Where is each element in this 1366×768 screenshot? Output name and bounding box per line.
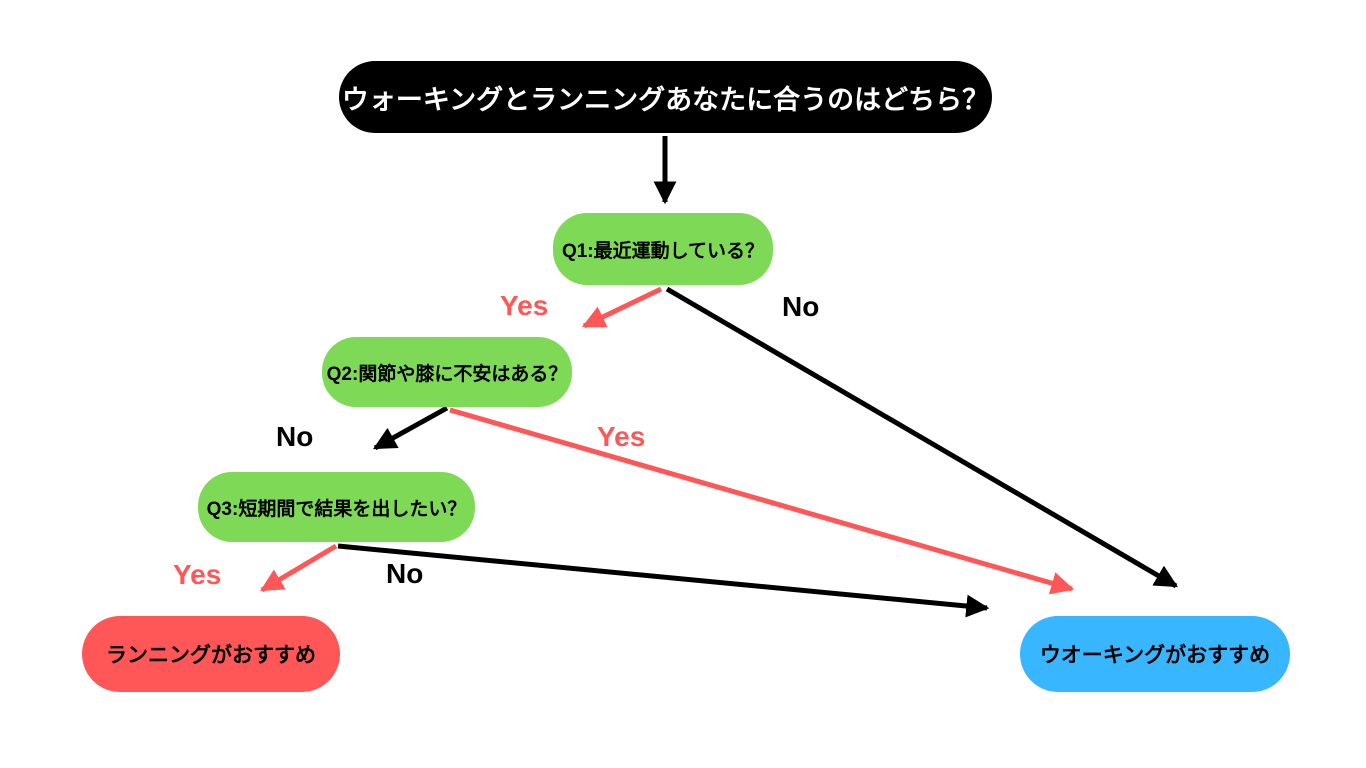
arrow-q1-yes-to-q2 [581,286,663,329]
question-node-q1: Q1:最近運動している？ [553,213,773,285]
edge-label-q2-no: No [276,421,314,452]
arrow-q3-yes-to-running [260,543,338,593]
edge-label-q2-yes: Yes [597,421,646,452]
arrow-q2-yes-to-walking [449,407,1075,595]
result-node-walking: ウオーキングがおすすめ [1020,616,1290,692]
question-node-q2: Q2:関節や膝に不安はある？ [322,337,572,407]
title-node: ウォーキングとランニングあなたに合うのはどちら？ [339,61,992,133]
question-node-q3: Q3:短期間で結果を出したい？ [198,472,475,542]
arrow-q1-no-to-walking [665,286,1178,589]
edge-label-q3-no: No [386,558,424,589]
edge-label-q3-yes: Yes [173,559,222,590]
arrow-q2-no-to-q3 [372,405,449,451]
arrow-q3-no-to-walking [337,543,990,618]
result-node-running: ランニングがおすすめ [82,616,340,692]
edge-label-q1-yes: Yes [500,290,549,321]
edge-label-q1-no: No [782,291,820,322]
